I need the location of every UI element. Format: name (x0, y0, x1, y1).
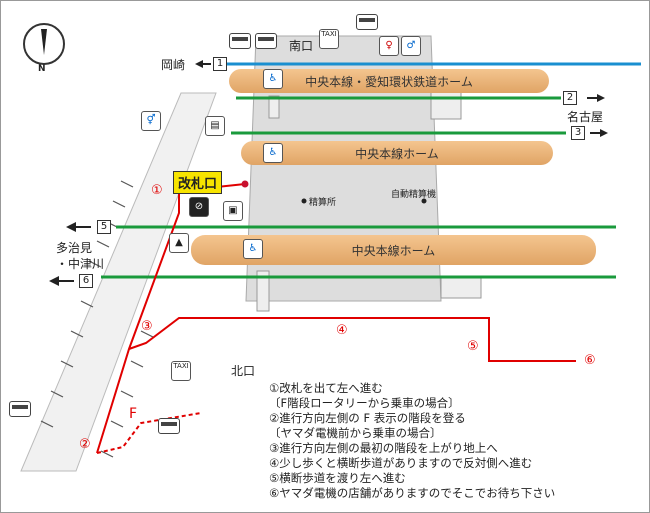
direction-nakatsugawa: ・中津川 (56, 257, 105, 271)
route-marker-4: ④ (336, 323, 348, 338)
bus-icon-2 (255, 33, 277, 49)
taxi-icon-label: TAXI (321, 30, 337, 38)
platform-bottom-label: 中央本線ホーム (351, 243, 436, 258)
elevated-road (20, 92, 217, 472)
route-marker-3: ③ (141, 319, 153, 334)
ticket-gate-label: 改札口 (173, 171, 223, 194)
wheelchair-icon-3: ♿ (243, 239, 263, 259)
stairs (256, 88, 482, 312)
route-marker-5: ⑤ (467, 339, 479, 354)
direction-arrows (49, 60, 608, 286)
stair-f-marker: F (129, 406, 138, 422)
instruction-8: ⑥ヤマダ電機の店舗がありますのでそこでお待ち下さい (269, 486, 556, 500)
taxi-icon: TAXI (319, 29, 339, 49)
track-number-6: 6 (79, 274, 93, 288)
locker-icon: ▤ (205, 116, 225, 136)
platform-middle-label: 中央本線ホーム (355, 146, 439, 161)
track-number-1: 1 (213, 57, 227, 71)
no-smoking-icon: ⊘ (189, 197, 209, 217)
route-marker-2: ② (79, 437, 91, 452)
restroom-icon-3: ⚥ (141, 111, 161, 131)
bus-icon-4 (158, 418, 180, 434)
north-exit-label: 北口 (231, 364, 256, 378)
track-number-5: 5 (97, 220, 111, 234)
track-number-3: 3 (571, 126, 585, 140)
instruction-5: ③進行方向左側の最初の階段を上がり地上へ (269, 441, 498, 455)
route-instructions: ①改札を出て左へ進む 〔F階段ロータリーから乗車の場合〕 ②進行方向左側の F … (269, 381, 555, 501)
compass-label: N (38, 64, 46, 74)
taxi-icon-north-label: TAXI (173, 362, 189, 370)
instruction-7: ⑤横断歩道を渡り左へ進む (269, 471, 406, 485)
bus-icon (229, 33, 251, 49)
compass-icon (23, 23, 65, 65)
concourse (245, 35, 442, 302)
restroom-icon-2: ♂ (401, 36, 421, 56)
instruction-2: 〔F階段ロータリーから乗車の場合〕 (269, 396, 460, 410)
auto-fare-machine-label: 自動精算機 (391, 190, 437, 200)
track-number-2: 2 (563, 91, 577, 105)
direction-tajimi: 多治見 (56, 241, 93, 255)
elevator-icon: ▲ (169, 233, 189, 253)
fare-adjustment-label: 精算所 (309, 198, 337, 208)
instruction-3: ②進行方向左側の F 表示の階段を登る (269, 411, 466, 425)
wheelchair-icon: ♿ (263, 69, 283, 89)
instruction-1: ①改札を出て左へ進む (269, 381, 383, 395)
route-marker-6: ⑥ (584, 353, 596, 368)
wheelchair-icon-2: ♿ (263, 143, 283, 163)
restroom-icon: ♀ (379, 36, 399, 56)
instruction-6: ④少し歩くと横断歩道がありますので反対側へ進む (269, 456, 533, 470)
bus-icon-3 (356, 14, 378, 30)
platform-middle: 中央本線ホーム (241, 141, 553, 165)
platform-top-label: 中央本線・愛知環状鉄道ホーム (305, 74, 473, 89)
ramp-stripes (40, 180, 154, 458)
south-exit-label: 南口 (289, 39, 314, 53)
direction-okazaki: 岡崎 (161, 58, 186, 72)
facility-dots (301, 198, 427, 204)
instruction-4: 〔ヤマダ電機前から乗車の場合〕 (269, 426, 442, 440)
bus-icon-5 (9, 401, 31, 417)
route-marker-1: ① (151, 183, 163, 198)
direction-nagoya: 名古屋 (567, 110, 604, 124)
taxi-icon-north: TAXI (171, 361, 191, 381)
ticket-machine-icon: ▣ (223, 201, 243, 221)
